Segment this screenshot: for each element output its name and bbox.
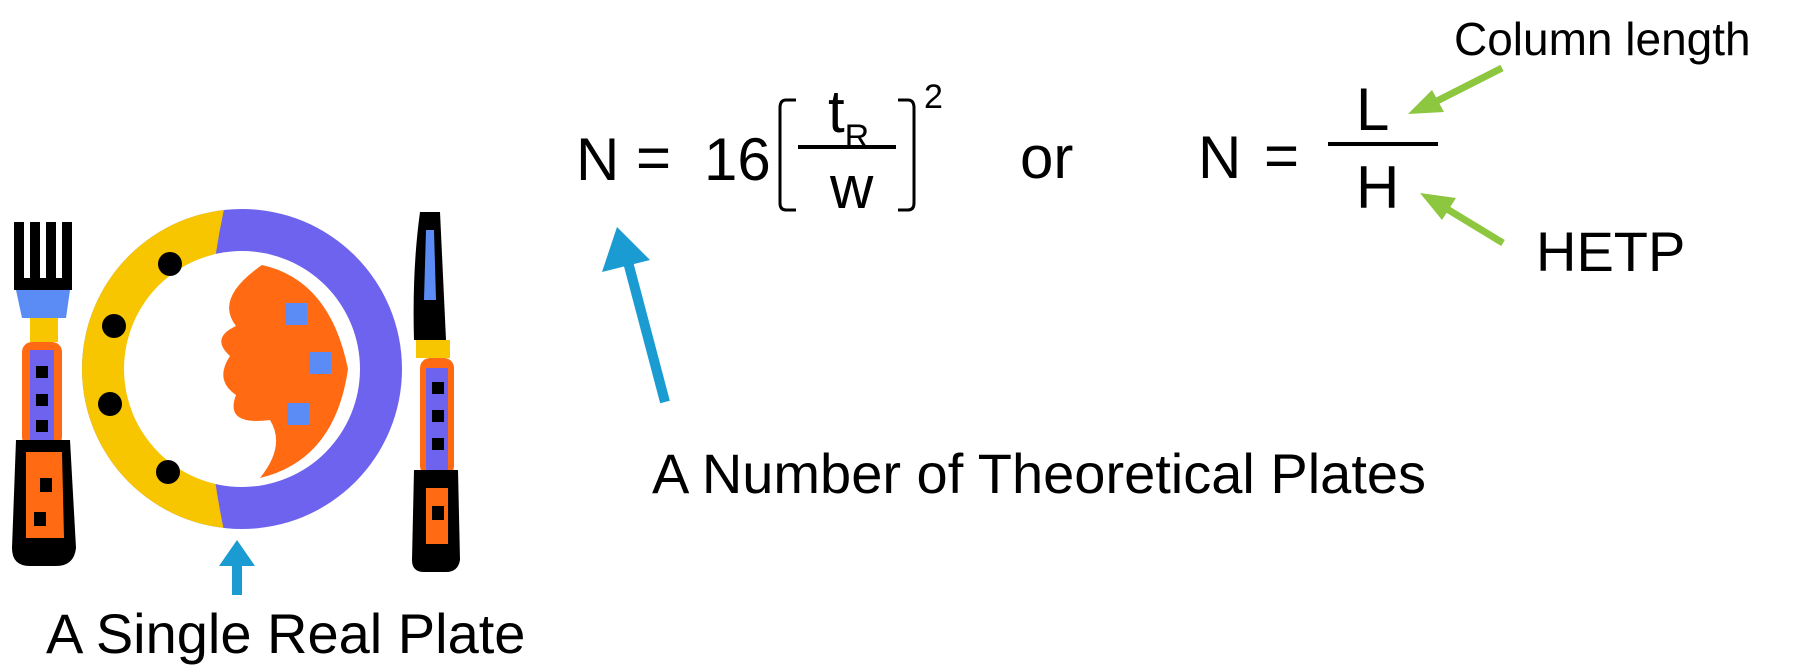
- formula1-denominator: w: [830, 154, 874, 221]
- green-arrow-to-h: [1420, 193, 1505, 246]
- green-arrow-to-l: [1408, 64, 1504, 114]
- fork-icon: [12, 222, 76, 566]
- formula2-numerator: L: [1356, 76, 1390, 143]
- formula1-numerator-main: t: [828, 78, 845, 145]
- formula1-numerator: tR: [828, 82, 869, 155]
- label-hetp: HETP: [1536, 220, 1686, 283]
- connector-or: or: [1020, 124, 1074, 191]
- formula2-lhs: N: [1198, 124, 1242, 191]
- formula1-fraction-bar: [798, 145, 896, 149]
- formula1-exponent: 2: [924, 78, 943, 116]
- formula1-coefficient: 16: [704, 126, 771, 193]
- formula1-lhs: N: [576, 126, 620, 193]
- formula2-equals: =: [1264, 122, 1300, 189]
- formula2-fraction-bar: [1328, 142, 1438, 146]
- label-theoretical-plates: A Number of Theoretical Plates: [652, 442, 1427, 505]
- formula1-brackets: [778, 98, 916, 212]
- blue-arrow-to-plate: [219, 540, 255, 595]
- formula1-equals: =: [636, 124, 672, 191]
- label-real-plate: A Single Real Plate: [46, 602, 526, 665]
- formula2-denominator: H: [1356, 154, 1400, 221]
- knife-icon: [412, 212, 460, 572]
- label-column-length: Column length: [1454, 13, 1751, 65]
- blue-arrow-to-n: [602, 227, 670, 404]
- plate-icon: [82, 209, 402, 529]
- formula1-numerator-sub: R: [844, 118, 870, 156]
